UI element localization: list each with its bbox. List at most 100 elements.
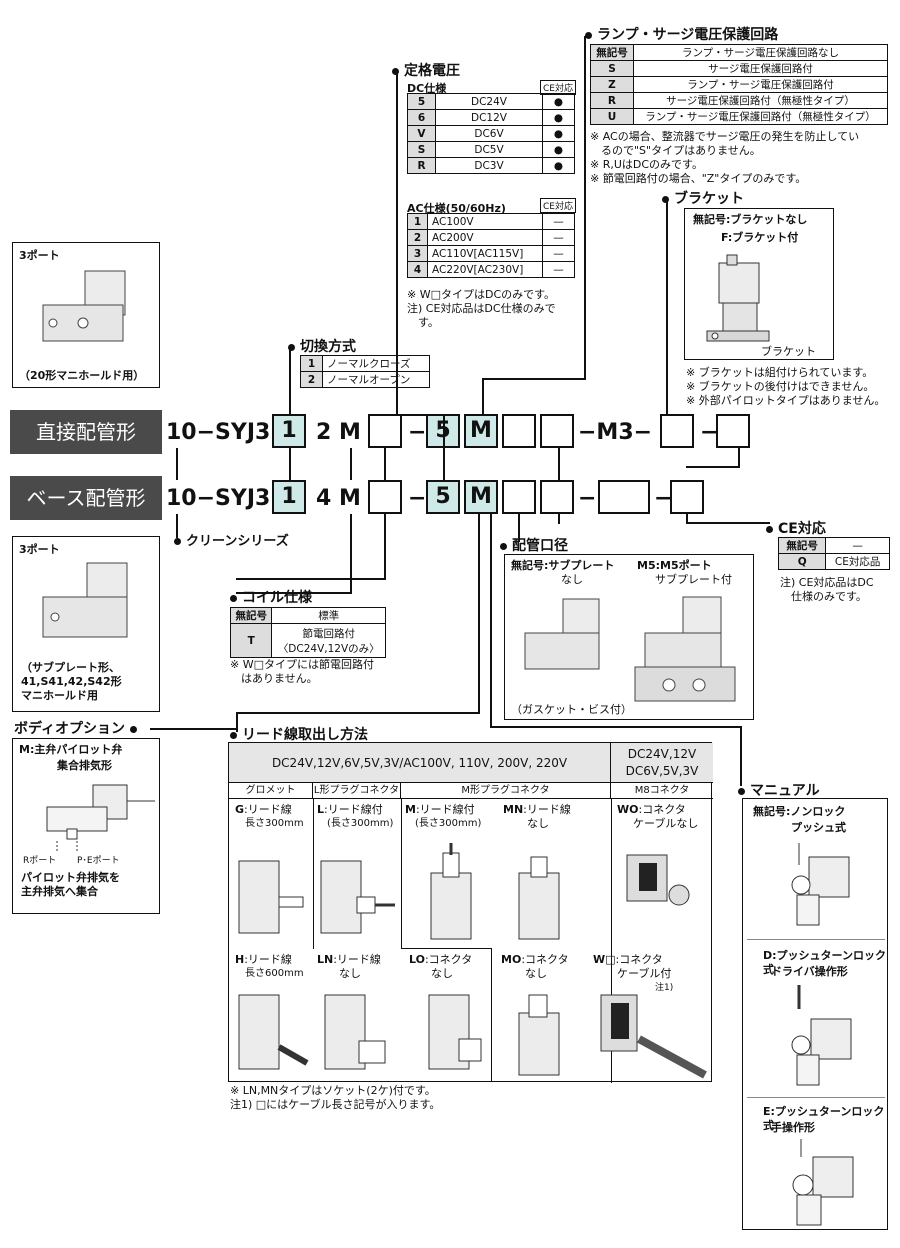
valve-illustration (42, 270, 126, 342)
body-option-heading: ボディオプション (14, 718, 142, 738)
connector-line (558, 448, 560, 480)
lead-code: LN (317, 953, 334, 966)
lamp-title: ランプ・サージ電圧保護回路 (597, 27, 779, 43)
ac-key: 1 (407, 213, 428, 230)
code1-body-option-box[interactable] (368, 414, 402, 448)
note-line: ※ ブラケットは組付けられています。 (686, 366, 874, 379)
code1-lamp-box[interactable] (540, 414, 574, 448)
lead-text: :リード線 (244, 803, 292, 816)
connector-line (686, 514, 688, 524)
pe-port-label: P･Eポート (77, 856, 120, 866)
code1-ce-box[interactable] (716, 414, 750, 448)
lamp-key: Z (590, 76, 634, 93)
mn-plug-illustration (518, 856, 560, 940)
dc-value: DC3V (435, 157, 543, 174)
connector-line (443, 414, 445, 480)
ac-key: 2 (407, 229, 428, 246)
port3-bottom-label: 3ポート (19, 543, 60, 556)
switching-heading: 切換方式 (288, 336, 356, 356)
code2-dash2: − (578, 486, 597, 511)
code1-lead-box[interactable] (502, 414, 536, 448)
caption-line: 主弁排気へ集合 (21, 885, 98, 898)
note-line: 注1) □にはケーブル長さ記号が入ります。 (230, 1098, 441, 1111)
code2-lamp-box[interactable] (598, 480, 650, 514)
valve-illustration (42, 562, 128, 638)
lamp-value: ランプ・サージ電圧保護回路付 (632, 76, 889, 93)
port3-top-caption: （20形マニホールド用） (19, 369, 145, 382)
lead-text2: ケーブルなし (633, 817, 699, 830)
dc-key: S (407, 141, 436, 158)
connector-line (236, 712, 238, 732)
note-line: ※ ACの場合、整流器でサージ電圧の発生を防止してい (590, 130, 860, 143)
connector-line (176, 448, 178, 480)
piping-opt1b: なし (561, 573, 583, 586)
lead-text: :コネクタ (638, 803, 686, 816)
code2-body-option-box[interactable] (368, 480, 402, 514)
connector-line (350, 448, 352, 480)
dc-value: DC24V (435, 93, 543, 110)
code2-lead-box[interactable] (540, 480, 574, 514)
clean-series-heading: クリーンシリーズ (174, 530, 289, 549)
ce-value: — (825, 537, 890, 554)
valve-no-subplate-illustration (524, 598, 600, 670)
piping-opt1: 無記号:サブプレート (511, 559, 615, 572)
lead-header-right-line2: DC6V,5V,3V (625, 764, 699, 778)
code2-series: 4 M (316, 486, 361, 511)
piping-title: 配管口径 (512, 538, 568, 554)
connector-line (666, 200, 668, 414)
lead-text2: なし (339, 967, 361, 980)
code2-ce-box[interactable] (670, 480, 704, 514)
divider (747, 939, 885, 940)
ac-value: AC220V[AC230V] (427, 261, 543, 278)
ac-ce-header: CE対応 (540, 198, 576, 213)
ce-value: CE対応品 (825, 553, 890, 570)
code1-bracket-box[interactable] (660, 414, 694, 448)
switching-title: 切換方式 (300, 339, 356, 355)
lead-col-l-plug: L形プラグコネクタ (313, 783, 401, 799)
code2-prefix: 10−SYJ3 (166, 486, 271, 511)
dc-key: R (407, 157, 436, 174)
code1-switching-box: 1 (272, 414, 306, 448)
lamp-notes: ※ ACの場合、整流器でサージ電圧の発生を防止してい るので"S"タイプはありま… (590, 130, 859, 186)
note-line: ※ 節電回路付の場合、"Z"タイプのみです。 (590, 172, 807, 185)
body-option-opt1: M:主弁パイロット弁 (19, 743, 123, 756)
bullet-icon (766, 525, 773, 533)
note-line: ※ ブラケットの後付けはできません。 (686, 380, 875, 393)
bullet-icon (500, 542, 507, 550)
coil-value: 節電回路付 (302, 627, 355, 640)
clean-series-label: クリーンシリーズ (186, 534, 289, 549)
lead-text2: なし (431, 967, 453, 980)
manual-opt1b: プッシュ式 (791, 821, 846, 834)
coil-value-note: 〈DC24V,12Vのみ〉 (277, 642, 380, 655)
lead-text2: なし (527, 817, 549, 830)
m8-connector-illustration (626, 854, 690, 906)
ac-title: AC仕様(50/60Hz) (407, 202, 506, 215)
lead-item-mo: MO:コネクタなし (501, 953, 569, 981)
grommet-long-illustration (238, 994, 309, 1070)
lamp-key: S (590, 60, 634, 77)
bracket-opt1: 無記号:ブラケットなし (693, 213, 808, 226)
voltage-notes: ※ W□タイプはDCのみです。 注) CE対応品はDC仕様のみで す。 (407, 288, 556, 330)
code2-piping-box[interactable] (502, 480, 536, 514)
bracket-label: ブラケット (761, 345, 816, 360)
ac-ce: — (542, 245, 575, 262)
piping-box: 無記号:サブプレート なし M5:M5ポート サブプレート付 （ガスケット・ビス… (504, 554, 754, 720)
connector-line (686, 466, 740, 468)
bullet-icon (392, 67, 399, 75)
lead-text: :コネクタ (521, 953, 569, 966)
body-option-caption: パイロット弁排気を 主弁排気へ集合 (21, 871, 120, 899)
lead-item-h: H:リード線長さ600mm (235, 953, 304, 981)
caption-line: 41,S41,42,S42形 (21, 675, 122, 688)
manual-opt1: 無記号:ノンロック (753, 805, 846, 818)
ac-ce: — (542, 261, 575, 278)
dc-ce: ● (542, 157, 575, 174)
connector-line (236, 712, 480, 714)
ce-heading: CE対応 (766, 518, 826, 538)
switching-key: 1 (300, 355, 323, 372)
bullet-icon (230, 594, 237, 602)
lead-code: G (235, 803, 245, 816)
bullet-icon (662, 195, 669, 203)
